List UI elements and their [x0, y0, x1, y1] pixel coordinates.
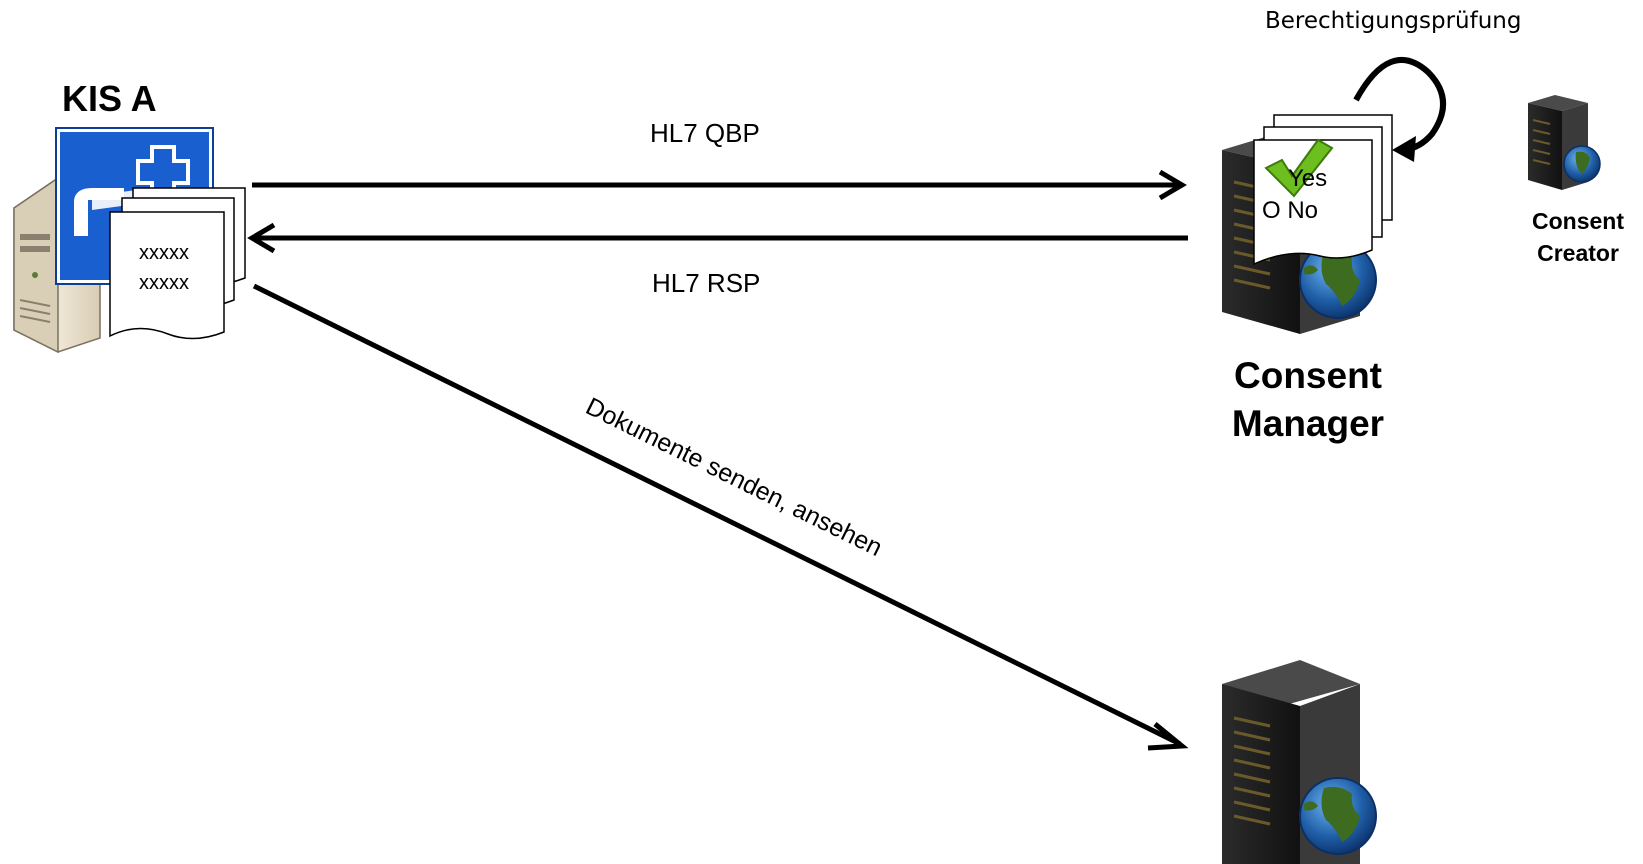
consent-option-yes: Yes — [1288, 165, 1328, 192]
document-repository-server-icon — [1222, 660, 1377, 864]
document-line-2: xxxxx — [139, 272, 189, 294]
hl7-qbp-label: HL7 QBP — [650, 118, 760, 148]
consent-creator-server-icon — [1528, 95, 1601, 190]
consent-creator-title: Consent Creator — [1532, 208, 1624, 266]
arrow-documents — [252, 283, 1189, 751]
consent-option-no: O No — [1262, 197, 1319, 224]
permission-check-label: Berechtigungsprüfung — [1265, 8, 1522, 34]
documents-edge-label: Dokumente senden, ansehen — [581, 392, 886, 562]
kis-title: KIS A — [62, 78, 157, 119]
permission-check-loop-arrow — [1353, 56, 1447, 162]
arrow-hl7-qbp — [252, 169, 1187, 201]
hl7-rsp-label: HL7 RSP — [652, 268, 761, 298]
consent-manager-title: Consent Manager — [1231, 355, 1385, 444]
document-line-1: xxxxx — [139, 242, 189, 264]
document-stack-icon — [109, 187, 246, 340]
arrow-hl7-rsp — [247, 222, 1188, 254]
checkmark-icon — [1264, 138, 1334, 198]
